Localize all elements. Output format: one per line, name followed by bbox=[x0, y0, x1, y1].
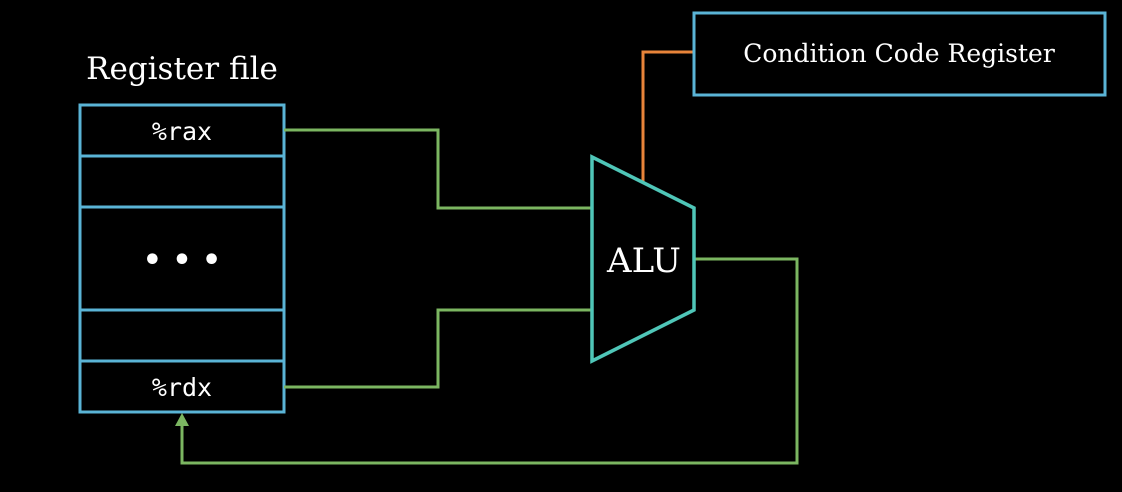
rax-to-alu-wire bbox=[284, 128, 591, 210]
register-rax-label: %rax bbox=[152, 117, 212, 146]
alu-output-wire bbox=[180, 257, 799, 465]
rdx-to-alu-wire bbox=[284, 308, 591, 389]
alu-shape bbox=[590, 154, 696, 364]
register-ellipsis: • • • bbox=[143, 243, 221, 278]
condition-code-register: Condition Code Register bbox=[692, 11, 1107, 97]
register-file-frame bbox=[78, 103, 286, 414]
alu-label: ALU bbox=[606, 241, 681, 281]
condition-code-register-box bbox=[692, 11, 1107, 97]
register-file-title: Register file bbox=[86, 51, 278, 87]
register-rdx-label: %rdx bbox=[152, 373, 212, 402]
feedback-arrow-head-icon bbox=[175, 413, 189, 426]
alu: ALU bbox=[590, 154, 696, 364]
condition-code-register-label: Condition Code Register bbox=[743, 39, 1055, 68]
flags-wire bbox=[641, 50, 694, 182]
register-file: %rax • • • %rdx bbox=[78, 103, 286, 414]
